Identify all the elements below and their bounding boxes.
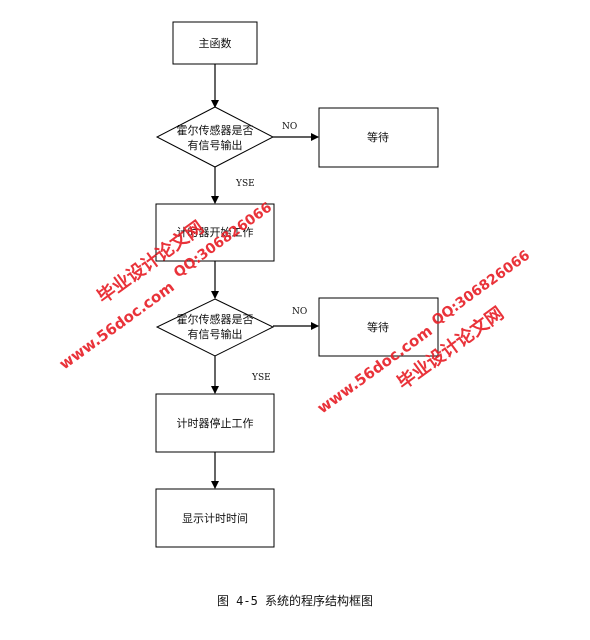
node-hall-decision-1-line1: 霍尔传感器是否	[177, 124, 254, 137]
node-main-label: 主函数	[199, 37, 232, 50]
edge-label-yes-2: YSE	[251, 373, 271, 383]
node-hall-decision-2: 霍尔传感器是否 有信号输出	[155, 298, 275, 357]
node-hall-decision-2-line1: 霍尔传感器是否	[177, 313, 254, 326]
edge-label-yes-1: YSE	[235, 179, 255, 189]
node-hall-decision-1: 霍尔传感器是否 有信号输出	[155, 106, 275, 168]
node-hall-decision-1-line2: 有信号输出	[188, 138, 243, 152]
node-show-time-label: 显示计时时间	[182, 512, 248, 525]
edge-label-no-2: NO	[292, 307, 307, 317]
node-main: 主函数	[172, 21, 258, 65]
connectors	[211, 64, 319, 489]
edge-label-no-1: NO	[282, 122, 297, 132]
node-timer-stop: 计时器停止工作	[155, 393, 275, 453]
node-wait-1: 等待	[318, 107, 439, 168]
node-wait-2: 等待	[318, 297, 439, 357]
node-timer-start: 计时器开始工作	[155, 203, 275, 262]
node-show-time: 显示计时时间	[155, 488, 275, 548]
node-wait-1-label: 等待	[367, 130, 389, 144]
node-wait-2-label: 等待	[367, 320, 389, 334]
node-timer-start-label: 计时器开始工作	[177, 225, 254, 239]
figure-caption: 图 4-5 系统的程序结构框图	[217, 593, 373, 608]
node-hall-decision-2-line2: 有信号输出	[188, 327, 243, 341]
node-timer-stop-label: 计时器停止工作	[177, 416, 254, 430]
